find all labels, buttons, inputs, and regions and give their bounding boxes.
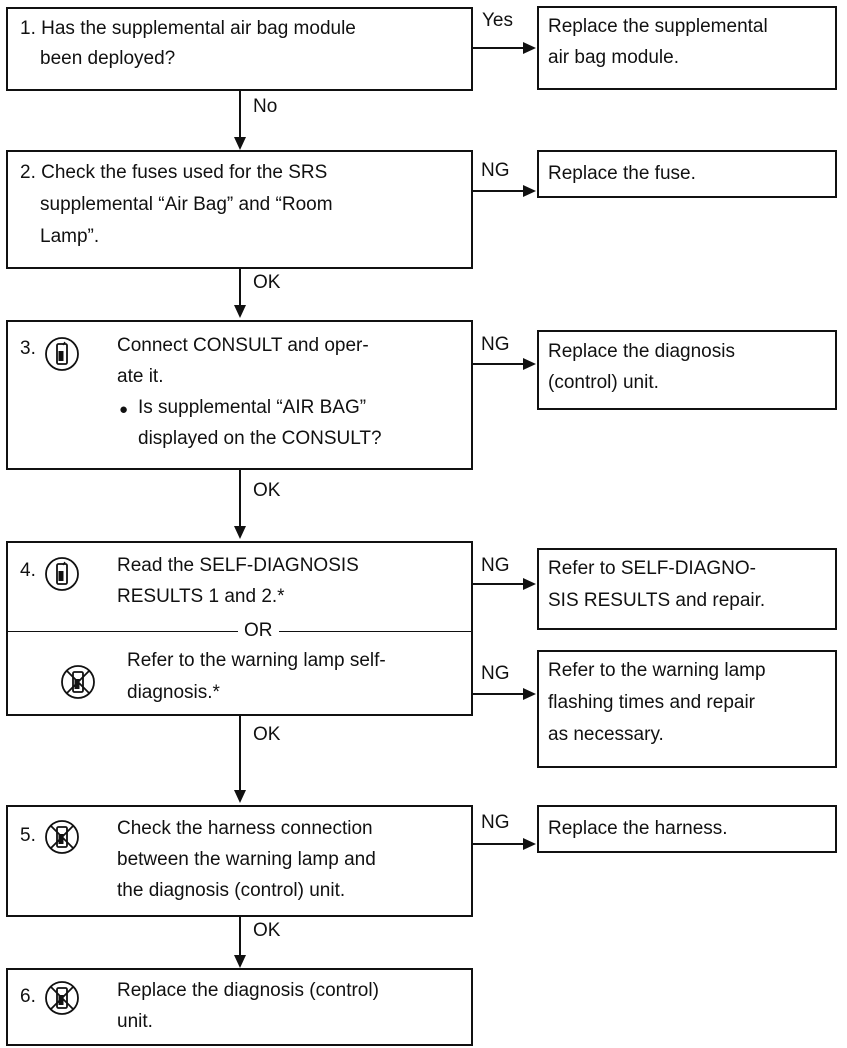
ng-label-5: NG bbox=[481, 812, 510, 833]
ok-label-3: OK bbox=[253, 480, 281, 501]
arrow-1-2-head bbox=[234, 137, 246, 150]
result-4b-text-line-1: Refer to the warning lamp bbox=[548, 660, 766, 681]
step-3-text-line-2: ate it. bbox=[117, 366, 164, 387]
result-3-box bbox=[537, 330, 837, 410]
arrow-ng-2-line bbox=[473, 190, 525, 192]
step-3-box bbox=[6, 320, 473, 470]
step-3-bullet-line-2: displayed on the CONSULT? bbox=[138, 428, 382, 449]
result-3-text-line-1: Replace the diagnosis bbox=[548, 341, 735, 362]
result-1-text-line-1: Replace the supplemental bbox=[548, 16, 768, 37]
arrow-3-4-line bbox=[239, 470, 241, 528]
arrow-ng-2-head bbox=[523, 185, 536, 197]
arrow-yes-line bbox=[473, 47, 525, 49]
no-consult-tool-icon bbox=[45, 981, 79, 1015]
consult-tool-icon bbox=[45, 337, 79, 371]
step-2-box bbox=[6, 150, 473, 269]
result-5-text: Replace the harness. bbox=[548, 818, 728, 839]
step-3-text-line-1: Connect CONSULT and oper- bbox=[117, 335, 369, 356]
result-4a-text-line-2: SIS RESULTS and repair. bbox=[548, 590, 766, 611]
ok-label-4: OK bbox=[253, 724, 281, 745]
result-3-text-line-2: (control) unit. bbox=[548, 372, 659, 393]
step-4-number: 4. bbox=[20, 560, 36, 581]
ok-label-2: OK bbox=[253, 272, 281, 293]
step-2-text-line-3: Lamp”. bbox=[40, 226, 100, 247]
result-1-box bbox=[537, 6, 837, 90]
arrow-1-2-line bbox=[239, 91, 241, 139]
arrow-ng-4a-head bbox=[523, 578, 536, 590]
arrow-ng-4a-line bbox=[473, 583, 525, 585]
ng-label-3: NG bbox=[481, 334, 510, 355]
arrow-4-5-line bbox=[239, 716, 241, 792]
step-5-box bbox=[6, 805, 473, 917]
arrow-ng-5-head bbox=[523, 838, 536, 850]
result-2-box bbox=[537, 150, 837, 198]
arrow-5-6-line bbox=[239, 917, 241, 957]
result-4a-box bbox=[537, 548, 837, 630]
arrow-ng-3-head bbox=[523, 358, 536, 370]
ng-label-4a: NG bbox=[481, 555, 510, 576]
arrow-2-3-head bbox=[234, 305, 246, 318]
step-6-text-line-2: unit. bbox=[117, 1011, 153, 1032]
ng-label-2: NG bbox=[481, 160, 510, 181]
or-label: OR bbox=[238, 620, 279, 642]
step-4a-text-line-2: RESULTS 1 and 2.* bbox=[117, 586, 285, 607]
step-4b-text-line-1: Refer to the warning lamp self- bbox=[127, 650, 386, 671]
no-consult-tool-icon bbox=[61, 665, 95, 699]
ok-label-5: OK bbox=[253, 920, 281, 941]
step-3-bullet: ● bbox=[119, 401, 129, 418]
arrow-4-5-head bbox=[234, 790, 246, 803]
result-5-box bbox=[537, 805, 837, 853]
step-6-text-line-1: Replace the diagnosis (control) bbox=[117, 980, 379, 1001]
arrow-2-3-line bbox=[239, 269, 241, 307]
step-5-number: 5. bbox=[20, 825, 36, 846]
no-label: No bbox=[253, 96, 278, 117]
ng-label-4b: NG bbox=[481, 663, 510, 684]
result-4b-text-line-2: flashing times and repair bbox=[548, 692, 755, 713]
result-4b-text-line-3: as necessary. bbox=[548, 724, 664, 745]
arrow-ng-4b-head bbox=[523, 688, 536, 700]
step-1-text-line-1: 1. Has the supplemental air bag module bbox=[20, 18, 356, 39]
step-5-text-line-1: Check the harness connection bbox=[117, 818, 373, 839]
arrow-ng-5-line bbox=[473, 843, 525, 845]
step-2-text-line-2: supplemental “Air Bag” and “Room bbox=[40, 194, 333, 215]
result-4a-text-line-1: Refer to SELF-DIAGNO- bbox=[548, 558, 756, 579]
arrow-3-4-head bbox=[234, 526, 246, 539]
step-6-number: 6. bbox=[20, 986, 36, 1007]
step-1-box bbox=[6, 7, 473, 91]
step-4b-text-line-2: diagnosis.* bbox=[127, 682, 220, 703]
step-1-text-line-2: been deployed? bbox=[40, 48, 176, 69]
step-5-text-line-2: between the warning lamp and bbox=[117, 849, 376, 870]
step-3-number: 3. bbox=[20, 338, 36, 359]
step-3-bullet-line-1: Is supplemental “AIR BAG” bbox=[138, 397, 367, 418]
yes-label: Yes bbox=[482, 10, 513, 31]
arrow-5-6-head bbox=[234, 955, 246, 968]
no-consult-tool-icon bbox=[45, 820, 79, 854]
step-2-text-line-1: 2. Check the fuses used for the SRS bbox=[20, 162, 328, 183]
arrow-yes-head bbox=[523, 42, 536, 54]
step-4a-text-line-1: Read the SELF-DIAGNOSIS bbox=[117, 555, 359, 576]
arrow-ng-4b-line bbox=[473, 693, 525, 695]
step-5-text-line-3: the diagnosis (control) unit. bbox=[117, 880, 346, 901]
result-4b-box bbox=[537, 650, 837, 768]
result-2-text: Replace the fuse. bbox=[548, 163, 696, 184]
result-1-text-line-2: air bag module. bbox=[548, 47, 679, 68]
step-6-box bbox=[6, 968, 473, 1046]
arrow-ng-3-line bbox=[473, 363, 525, 365]
consult-tool-icon bbox=[45, 557, 79, 591]
